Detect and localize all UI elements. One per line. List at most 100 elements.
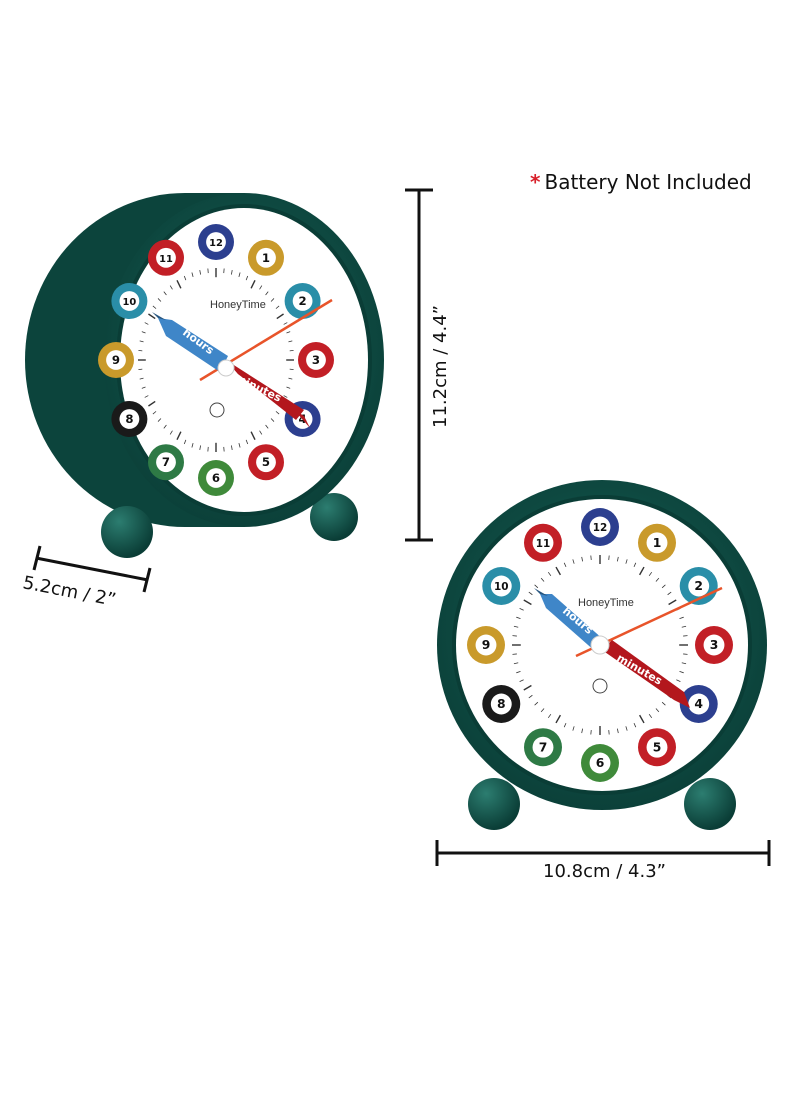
numeral-label: 3 [710, 638, 719, 652]
minute-tick [157, 298, 162, 302]
minute-tick [265, 291, 269, 296]
height-label: 11.2cm / 4.4” [430, 305, 451, 428]
numeral-label: 7 [162, 455, 170, 469]
minute-tick [667, 591, 672, 596]
numeral-ball: 11 [148, 239, 184, 276]
minute-tick [245, 275, 249, 281]
numeral-label: 1 [262, 251, 270, 265]
numeral-ball: 7 [524, 728, 562, 767]
numeral-ball: 10 [111, 283, 148, 319]
minute-tick [638, 714, 645, 724]
numeral-ball: 8 [482, 685, 521, 723]
minute-tick [616, 556, 619, 562]
minute-tick [286, 386, 291, 389]
minute-tick [528, 694, 533, 699]
numeral-ball: 10 [482, 567, 521, 605]
minute-tick [547, 571, 552, 577]
numeral-ball: 9 [467, 626, 505, 664]
numeral-label: 12 [209, 238, 223, 249]
minute-tick [199, 445, 201, 451]
minute-tick [163, 291, 167, 296]
minute-tick [555, 714, 562, 724]
minute-tick [176, 431, 182, 440]
numeral-label: 6 [596, 756, 605, 770]
numeral-ball: 12 [198, 224, 234, 260]
numeral-ball: 1 [248, 239, 284, 276]
numeral-label: 4 [694, 697, 703, 711]
minute-tick [259, 430, 263, 435]
numeral-ball: 5 [248, 444, 284, 481]
minute-tick [534, 584, 539, 589]
numeral-label: 5 [653, 740, 662, 754]
minute-tick [152, 411, 157, 415]
minute-tick [679, 671, 684, 674]
logo-icon [592, 678, 608, 694]
minute-tick [238, 443, 241, 448]
minute-tick [528, 591, 533, 596]
minute-tick [661, 701, 666, 706]
minute-tick [655, 577, 660, 582]
brand-label: HoneyTime [578, 597, 634, 609]
minute-tick [616, 728, 619, 734]
minute-tick [581, 556, 584, 562]
minute-tick [139, 377, 144, 380]
hour-hand: hours [152, 312, 228, 372]
numeral-label: 8 [497, 697, 506, 711]
minute-tick [183, 275, 187, 281]
note-text: Battery Not Included [544, 170, 752, 194]
numeral-label: 2 [299, 294, 307, 308]
minute-tick [139, 340, 144, 343]
numeral-ball: 4 [679, 685, 718, 723]
minute-tick [270, 418, 275, 422]
minute-tick [283, 322, 288, 325]
minute-tick [572, 559, 575, 564]
minute-tick [231, 269, 233, 275]
minute-tick [288, 340, 293, 343]
minute-tick [245, 439, 249, 445]
minute-tick [275, 305, 280, 309]
minute-tick [276, 313, 284, 320]
minute-tick [519, 608, 524, 611]
center-cap [217, 359, 235, 377]
numeral-ball: 7 [148, 444, 184, 481]
minute-tick [668, 599, 677, 606]
minute-tick [250, 431, 256, 440]
numeral-label: 11 [159, 254, 173, 265]
numeral-label: 7 [539, 740, 548, 754]
minute-tick [563, 562, 567, 568]
minute-tick [259, 285, 263, 290]
minute-tick [523, 684, 532, 691]
minute-tick [625, 559, 628, 564]
minute-tick [157, 418, 162, 422]
minute-tick [516, 671, 521, 674]
minute-tick [523, 599, 532, 606]
minute-tick [183, 439, 187, 445]
minute-tick [655, 708, 660, 713]
minute-tick [648, 571, 653, 577]
depth-label: 5.2cm / 2” [21, 572, 118, 611]
numeral-ball: 8 [111, 401, 148, 437]
minute-tick [275, 411, 280, 415]
minute-tick [191, 443, 194, 448]
numeral-label: 1 [653, 536, 662, 550]
clock-foot-right [310, 493, 358, 541]
brand-label: HoneyTime [210, 299, 266, 311]
numeral-ball: 6 [581, 744, 619, 782]
minute-tick [633, 562, 637, 568]
minute-tick [199, 269, 201, 275]
minute-tick [286, 331, 291, 334]
minute-tick [163, 424, 167, 429]
minute-tick [540, 577, 545, 582]
minute-tick [676, 679, 681, 682]
width-dimension: 10.8cm / 4.3” [435, 840, 771, 882]
minute-tick [681, 662, 687, 665]
numeral-label: 12 [593, 522, 608, 534]
minute-tick [141, 331, 146, 334]
numeral-ball: 3 [695, 626, 733, 664]
numeral-ball: 9 [98, 342, 134, 378]
minute-tick [547, 713, 552, 719]
minute-tick [513, 625, 519, 628]
